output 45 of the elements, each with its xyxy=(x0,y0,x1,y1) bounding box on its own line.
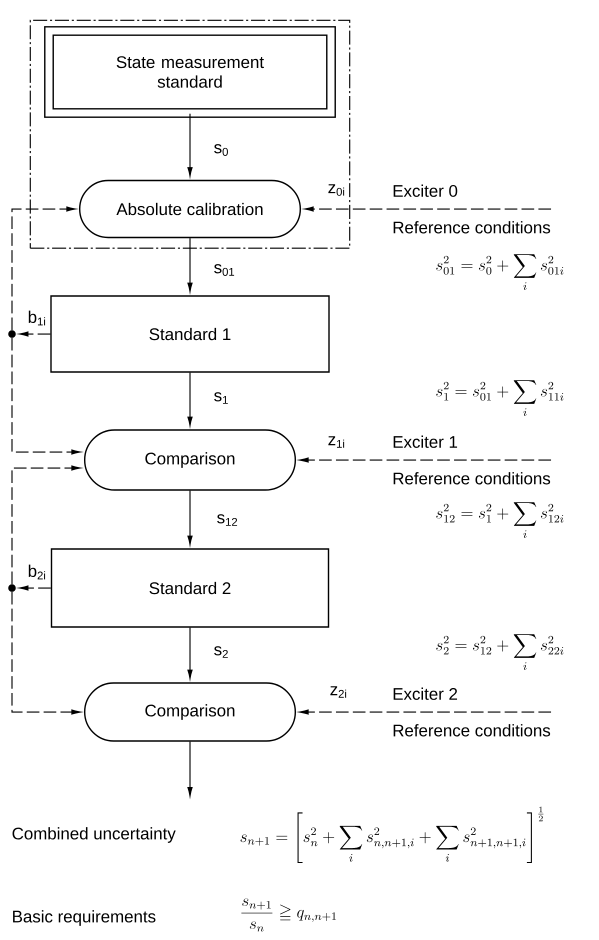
arrow xyxy=(11,338,81,455)
row-label: Basic requirements xyxy=(13,910,156,926)
arrow xyxy=(187,742,193,796)
arrow xyxy=(299,457,552,463)
process-box: Absolute calibration xyxy=(78,180,302,238)
row-label: Combined uncertainty xyxy=(12,827,176,843)
arrow xyxy=(187,372,193,426)
process-box: Comparison xyxy=(84,682,296,742)
edge-label: s$_{1}$ xyxy=(214,392,228,404)
edge-label: z$_{1i}$ xyxy=(328,436,344,448)
arrow xyxy=(187,628,193,680)
arrow xyxy=(187,490,193,546)
junction-dot xyxy=(8,584,16,592)
edge-label: b$_{1i}$ xyxy=(28,310,46,326)
formula: $s_1^2=s_{01}^2+\sum_i s_{11i}^2$ xyxy=(436,380,564,416)
standard-box: State measurement standard xyxy=(44,26,336,118)
edge-label: s$_{2}$ xyxy=(214,646,228,658)
standard-box: Standard 2 xyxy=(50,548,330,628)
arrow xyxy=(187,114,193,177)
formula: $s_{12}^2=s_1^2+\sum_i s_{12i}^2$ xyxy=(436,502,564,538)
junction-dot xyxy=(8,330,16,338)
dash-dot-frame xyxy=(30,20,350,249)
side-input-text: Exciter 2 Reference conditions xyxy=(394,688,550,736)
formula: $s_{n+1}=\left[s_n^2+\sum_i s_{n,n+1,i}^2+\sum_i s_{n+1,n+1,i}^2\right]^{\frac{1}{2}}$ xyxy=(240,806,544,864)
side-input-text: Exciter 1 Reference conditions xyxy=(394,436,550,484)
side-input-text: Exciter 0 Reference conditions xyxy=(394,184,550,234)
formula: $s_{01}^2=s_0^2+\sum_i s_{01i}^2$ xyxy=(436,254,564,290)
edge-label: s$_{0}$ xyxy=(214,144,228,156)
arrow xyxy=(19,331,50,337)
arrow xyxy=(299,709,552,715)
arrow xyxy=(19,585,51,591)
arrow xyxy=(304,206,552,212)
arrow xyxy=(187,238,193,292)
edge-label: z$_{2i}$ xyxy=(330,686,346,698)
arrow xyxy=(11,465,81,584)
edge-label: z$_{0i}$ xyxy=(328,184,344,196)
edge-label: s$_{01}$ xyxy=(214,264,234,276)
formula: $\frac{s_{n+1}}{s_n}\geqq q_{n,n+1}$ xyxy=(241,898,336,932)
edge-label: s$_{12}$ xyxy=(217,514,238,526)
arrow xyxy=(11,206,76,330)
edge-label: b$_{2i}$ xyxy=(28,564,46,580)
process-box: Comparison xyxy=(84,429,296,491)
formula: $s_2^2=s_{12}^2+\sum_i s_{22i}^2$ xyxy=(436,634,564,670)
standard-box: Standard 1 xyxy=(50,295,330,373)
arrow xyxy=(11,592,81,715)
